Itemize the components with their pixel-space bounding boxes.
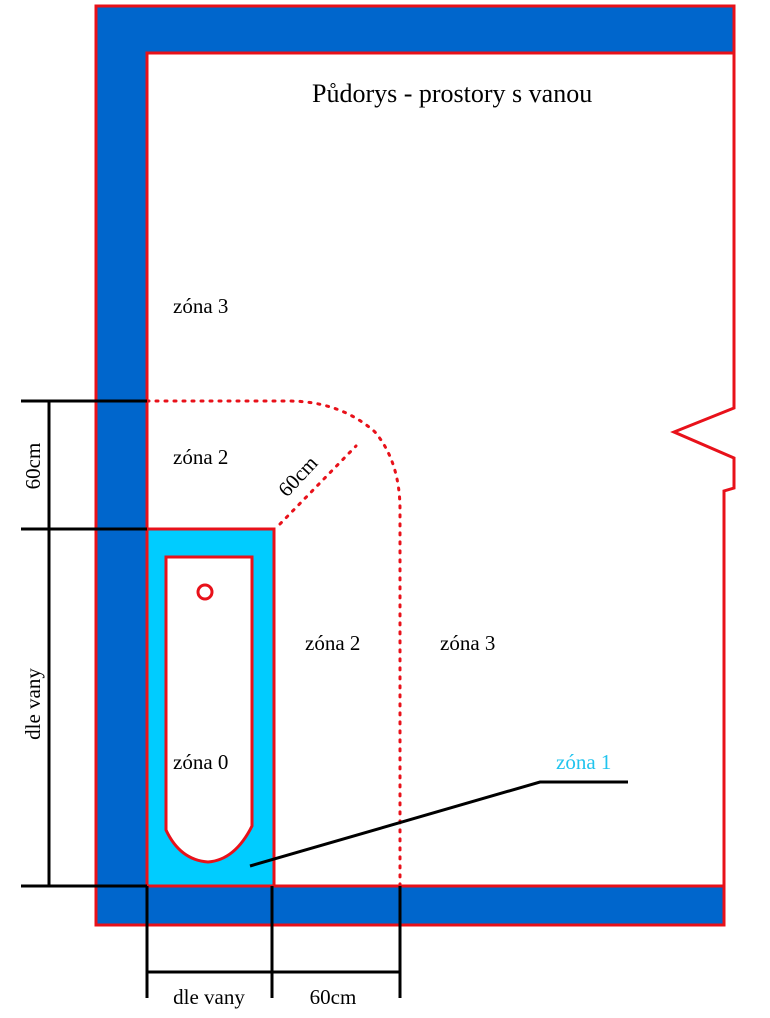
zone0-label: zóna 0 [173,750,228,774]
zone2-mid-label: zóna 2 [305,631,360,655]
bottom-bath-dimension-label: dle vany [173,985,245,1009]
left-top-dimension-label: 60cm [21,443,45,490]
left-bath-dimension-label: dle vany [21,668,45,740]
plan-title: Půdorys - prostory s vanou [312,79,592,108]
zone1-label: zóna 1 [556,750,611,774]
bathtub-basin [164,555,254,864]
left-dimension [21,399,147,888]
radius-line [278,444,358,526]
bottom-right-dimension-label: 60cm [310,985,357,1009]
zone2-top-label: zóna 2 [173,445,228,469]
zone3-right-label: zóna 3 [440,631,495,655]
zone3-top-label: zóna 3 [173,294,228,318]
zone2-boundary [145,399,402,888]
drain-icon [196,583,214,601]
room-outline [145,51,736,888]
bottom-dimension [145,886,402,998]
zone1-leader [249,780,628,868]
